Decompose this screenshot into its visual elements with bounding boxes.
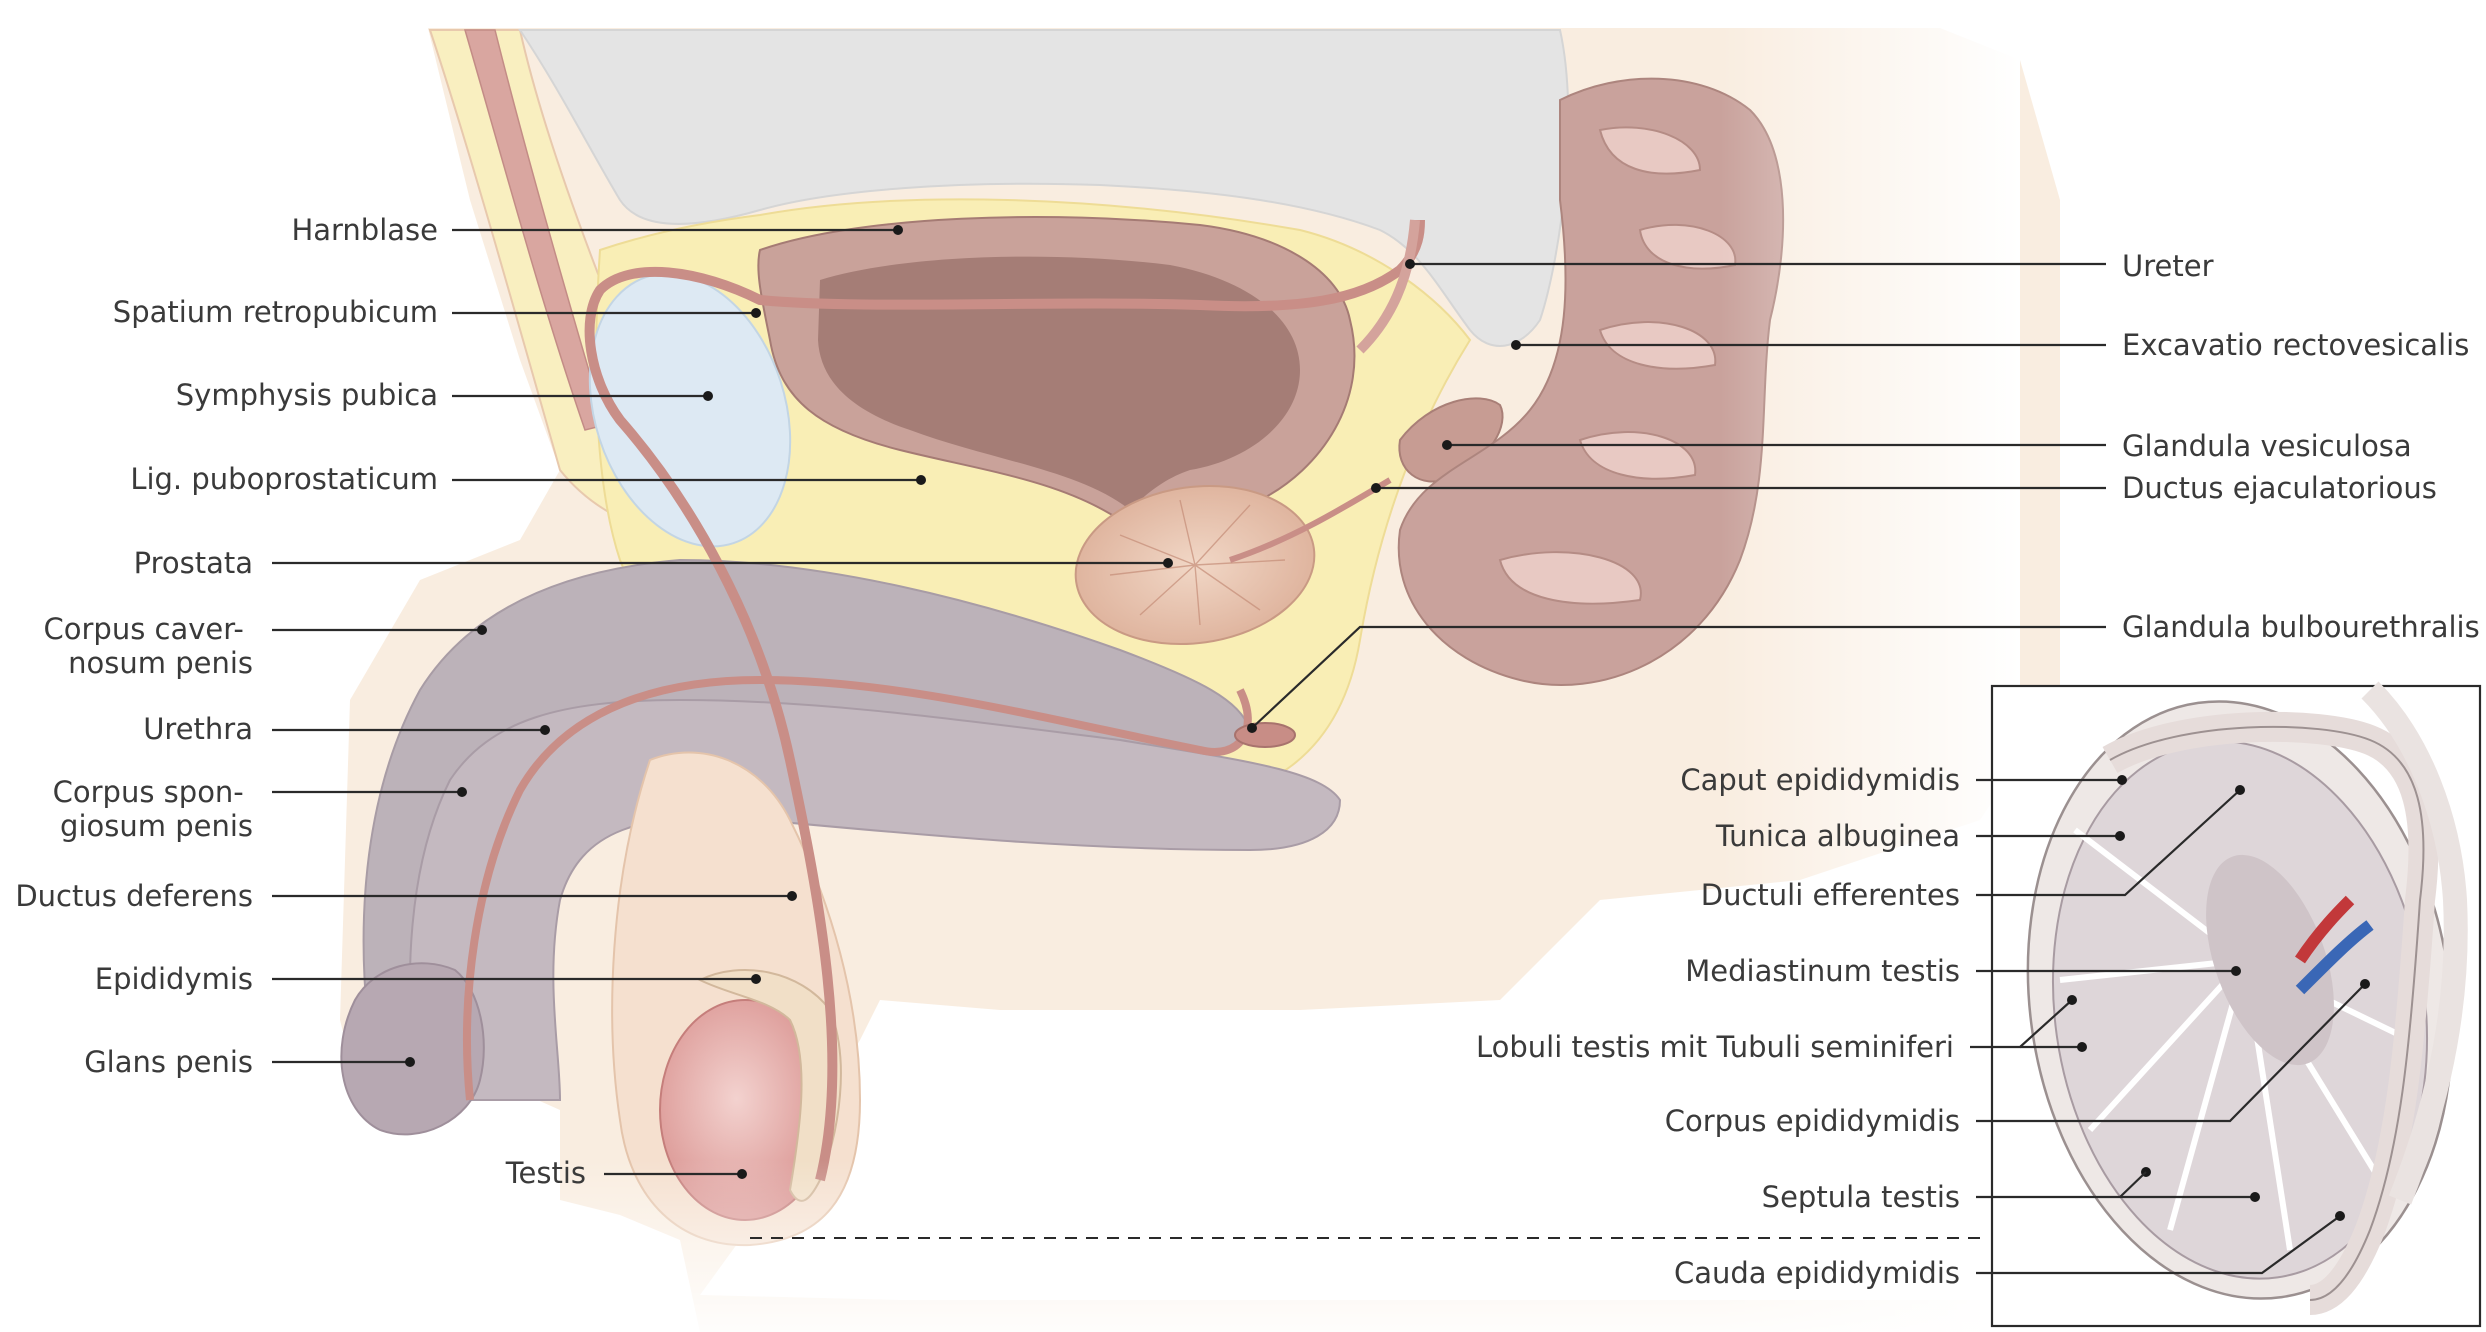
dot-urethra bbox=[540, 725, 550, 735]
right-labels: Ureter Excavatio rectovesicalis Glandula… bbox=[1247, 249, 2480, 733]
dot-corpus-epididymidis bbox=[2360, 979, 2370, 989]
label-ductus-ejaculatorious: Ductus ejaculatorious bbox=[2122, 471, 2437, 505]
dot-lobuli-testis-b bbox=[2077, 1042, 2087, 1052]
label-corpus-epididymidis: Corpus epididymidis bbox=[1665, 1104, 1960, 1138]
dot-mediastinum-testis bbox=[2231, 966, 2241, 976]
label-septula-testis: Septula testis bbox=[1762, 1180, 1960, 1214]
dot-excavatio-rectovesicalis bbox=[1511, 340, 1521, 350]
dot-lobuli-testis-a bbox=[2067, 995, 2077, 1005]
inset-mediastinum bbox=[2206, 854, 2334, 1066]
dot-glans-penis bbox=[405, 1057, 415, 1067]
label-ureter: Ureter bbox=[2122, 249, 2214, 283]
inset-vein bbox=[2295, 920, 2374, 995]
inset-labels: Caput epididymidis Tunica albuginea Duct… bbox=[1476, 763, 2370, 1290]
leader-septula-testis-b bbox=[2119, 1171, 2147, 1198]
dot-caput-epididymidis bbox=[2117, 775, 2127, 785]
label-corpus-spongiosum: Corpus spon- giosum penis bbox=[53, 775, 253, 843]
dot-epididymis bbox=[751, 974, 761, 984]
dot-cauda-epididymidis bbox=[2335, 1211, 2345, 1221]
inset-spermatic-cord bbox=[2361, 681, 2468, 1205]
dot-glandula-vesiculosa bbox=[1442, 440, 1452, 450]
glans-shape bbox=[340, 962, 485, 1136]
dot-prostata bbox=[1163, 558, 1173, 568]
dot-glandula-bulbourethralis bbox=[1247, 723, 1257, 733]
label-epididymis: Epididymis bbox=[95, 962, 253, 996]
ductus-deferens-path bbox=[584, 219, 1425, 1182]
label-ductus-deferens: Ductus deferens bbox=[15, 879, 253, 913]
dot-harnblase bbox=[893, 225, 903, 235]
label-glandula-vesiculosa: Glandula vesiculosa bbox=[2122, 429, 2412, 463]
leader-ductuli-efferentes bbox=[1976, 789, 2241, 897]
prostata-texture bbox=[1109, 499, 1286, 626]
label-cauda-epididymidis: Cauda epididymidis bbox=[1674, 1256, 1960, 1290]
dot-corpus-cavernosum bbox=[477, 625, 487, 635]
peritoneal-cavity bbox=[518, 29, 1570, 347]
label-caput-epididymidis: Caput epididymidis bbox=[1680, 763, 1960, 797]
label-tunica-albuginea: Tunica albuginea bbox=[1715, 819, 1960, 853]
label-lig-puboprostaticum: Lig. puboprostaticum bbox=[130, 462, 438, 496]
dot-septula-testis-b bbox=[2250, 1192, 2260, 1202]
left-labels: Harnblase Spatium retropubicum Symphysis… bbox=[15, 213, 1173, 1190]
label-symphysis-pubica: Symphysis pubica bbox=[176, 378, 438, 412]
label-mediastinum-testis: Mediastinum testis bbox=[1685, 954, 1960, 988]
label-lobuli-testis: Lobuli testis mit Tubuli seminiferi bbox=[1476, 1030, 1954, 1064]
label-testis: Testis bbox=[505, 1156, 586, 1190]
leader-cauda-epididymidis bbox=[1976, 1215, 2341, 1275]
dot-spatium-retropubicum bbox=[751, 308, 761, 318]
urethra-path bbox=[463, 675, 1252, 1101]
label-corpus-cavernosum: Corpus caver- nosum penis bbox=[44, 612, 254, 680]
leader-glandula-bulbourethralis bbox=[1251, 625, 2106, 729]
dot-ductus-deferens bbox=[787, 891, 797, 901]
inset-artery bbox=[2295, 895, 2355, 964]
label-prostata: Prostata bbox=[134, 546, 253, 580]
main-illustration bbox=[340, 20, 2060, 1332]
dot-testis bbox=[737, 1169, 747, 1179]
inset-testis-detail bbox=[1990, 681, 2482, 1328]
glandula-bulbourethralis-shape bbox=[1234, 722, 1296, 748]
label-excavatio-rectovesicalis: Excavatio rectovesicalis bbox=[2122, 328, 2469, 362]
dot-ureter bbox=[1405, 259, 1415, 269]
leader-corpus-epididymidis bbox=[1976, 983, 2366, 1123]
label-ductuli-efferentes: Ductuli efferentes bbox=[1701, 878, 1960, 912]
fade-bottom bbox=[420, 1160, 1980, 1332]
label-urethra: Urethra bbox=[143, 712, 253, 746]
dot-ductuli-efferentes bbox=[2235, 785, 2245, 795]
label-spatium-retropubicum: Spatium retropubicum bbox=[113, 295, 438, 329]
fade-right bbox=[1720, 20, 2020, 1332]
dot-corpus-spongiosum bbox=[457, 787, 467, 797]
ureter-path bbox=[1356, 219, 1420, 354]
label-glandula-bulbourethralis: Glandula bulbourethralis bbox=[2122, 610, 2480, 644]
dot-tunica-albuginea bbox=[2115, 831, 2125, 841]
dot-ductus-ejaculatorious bbox=[1371, 483, 1381, 493]
bladder-lumen bbox=[818, 256, 1300, 510]
label-glans-penis: Glans penis bbox=[84, 1045, 253, 1079]
dot-lig-puboprostaticum bbox=[916, 475, 926, 485]
inset-epididymis-edge bbox=[2109, 725, 2425, 1301]
dot-symphysis-pubica bbox=[703, 391, 713, 401]
label-harnblase: Harnblase bbox=[291, 213, 438, 247]
